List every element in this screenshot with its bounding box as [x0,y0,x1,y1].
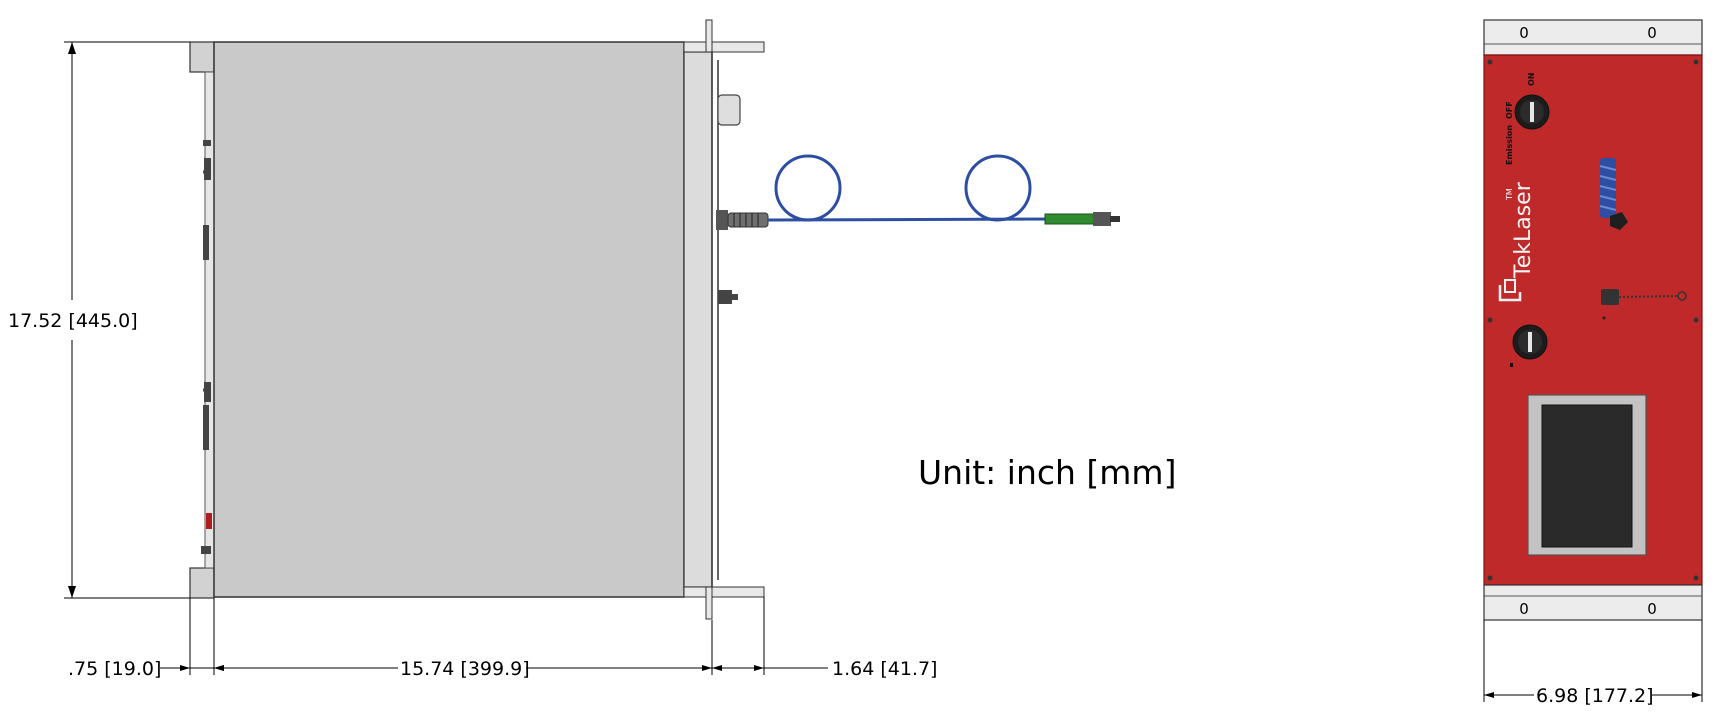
front-panel-screws [1487,59,1699,581]
emission-label: Emission [1505,125,1514,165]
front-top-left-zero: 0 [1519,24,1529,42]
front-top-right-zero: 0 [1647,24,1657,42]
front-coiled-fiber [1599,158,1628,230]
side-front-hardware [201,140,212,554]
side-red-indicator [206,513,212,529]
front-dimensions: 6.98 [177.2] [1483,620,1703,707]
on-label: ON [1527,73,1536,87]
touch-screen[interactable] [1541,404,1633,548]
fiber-connector [1044,212,1120,226]
front-bottom-right-zero: 0 [1647,600,1657,618]
side-front-flange-top [189,41,215,73]
side-rear-bracket-bottom [683,586,765,598]
rear-bnc-connector [718,290,732,304]
teklaser-logo [1498,279,1522,302]
side-chassis-body [213,41,685,598]
off-label: OFF [1505,101,1514,119]
unit-note: Unit: inch [mm] [918,453,1176,492]
side-rear-bracket-top [683,41,765,53]
side-view [189,19,1120,620]
front-view: 0 0 Emission OFF ON TekLaser TM [1483,19,1703,621]
side-front-flange-bottom [189,567,215,599]
power-key-switch[interactable] [1510,324,1548,367]
front-top-rail [1483,19,1703,56]
front-bottom-rail [1483,584,1703,621]
height-dimension-label: 17.52 [445.0] [8,310,138,332]
rear-depth-dimension-label: 1.64 [41.7] [832,658,937,680]
body-depth-dimension-label: 15.74 [399.9] [400,658,530,680]
flange-depth-dimension-label: .75 [19.0] [68,658,161,680]
side-rear-post-top [705,19,713,53]
fiber-strain-relief [716,210,769,230]
rear-power-connector [717,94,741,126]
fiber-cable [767,154,1056,222]
front-bottom-left-zero: 0 [1519,600,1529,618]
side-rear-section [683,51,713,588]
emission-key-switch[interactable] [1514,94,1550,130]
front-width-dimension-label: 6.98 [177.2] [1536,685,1654,707]
brand-name: TekLaser [1511,181,1536,279]
brand-trademark: TM [1505,188,1514,201]
side-rear-post-bottom [705,586,713,620]
front-bnc-connector [1601,289,1687,320]
side-dimensions: 17.52 [445.0] .75 [19.0] 15.74 [399.9] 1… [8,41,937,680]
side-front-panel-edge [204,71,215,569]
